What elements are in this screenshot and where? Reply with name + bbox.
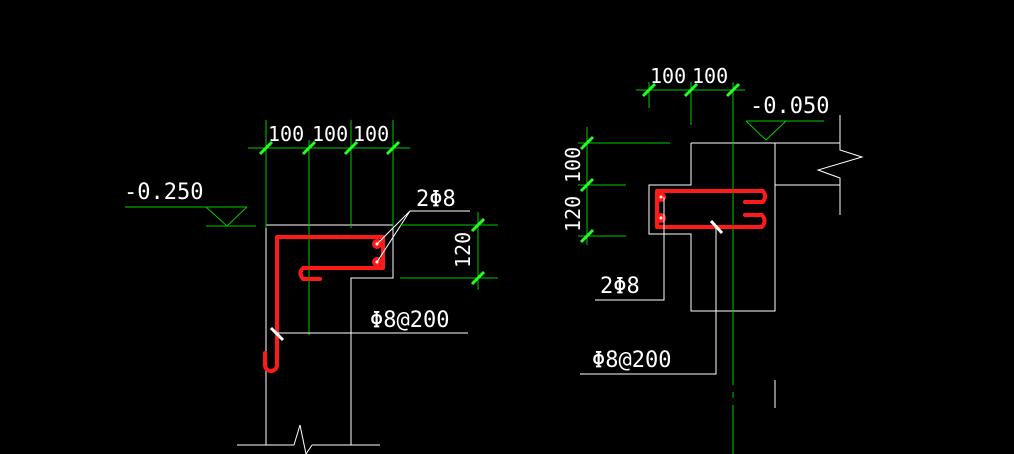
left-top-dimension — [248, 120, 410, 228]
left-right-dim-ticks — [470, 217, 486, 286]
left-stirrup-label: Φ8@200 — [370, 308, 449, 333]
left-leaders — [277, 210, 470, 334]
left-right-dimension — [400, 212, 498, 290]
right-leaders — [580, 197, 717, 375]
left-top-dim-ticks — [258, 140, 401, 156]
right-dim-top-1: 100 — [650, 64, 686, 88]
right-dim-top-2: 100 — [692, 64, 728, 88]
left-bar-label: 2Φ8 — [416, 187, 456, 212]
right-dim-left-2: 120 — [561, 196, 585, 232]
left-detail: 100 100 100 -0.250 2Φ8 Φ8@200 — [124, 120, 498, 454]
right-left-dim-ticks — [579, 135, 595, 244]
left-dim-right: 120 — [451, 232, 475, 268]
left-concrete-outline — [237, 224, 394, 454]
left-dim-top-2: 100 — [312, 122, 348, 146]
left-rebar — [263, 235, 385, 373]
right-rebar — [655, 189, 767, 229]
right-elevation-label: -0.050 — [750, 94, 829, 119]
right-top-dim-ticks — [641, 82, 741, 98]
left-elevation-label: -0.250 — [124, 180, 203, 205]
right-bar-label: 2Φ8 — [600, 274, 640, 299]
right-stirrup-label: Φ8@200 — [592, 348, 671, 373]
left-dim-top-1: 100 — [268, 122, 304, 146]
right-detail: 100 100 -0.050 100 120 — [561, 64, 864, 454]
right-concrete-outline — [648, 115, 864, 408]
right-bar-dots — [659, 195, 663, 220]
left-elevation-marker — [125, 206, 256, 227]
left-stirrup-mark — [269, 326, 285, 342]
right-dim-left-1: 100 — [561, 147, 585, 183]
left-dim-top-3: 100 — [353, 122, 389, 146]
right-elevation-marker — [745, 120, 824, 141]
